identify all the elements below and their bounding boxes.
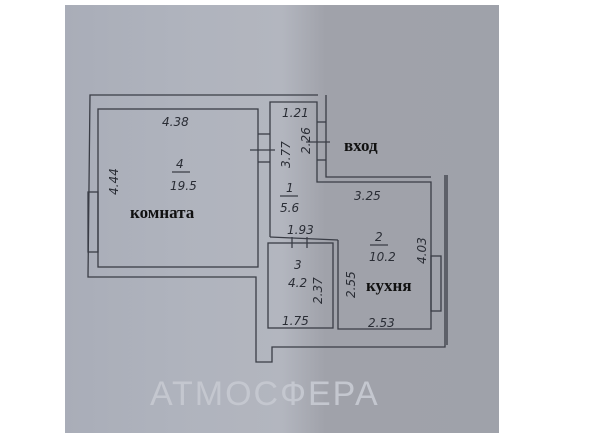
window-kitchen	[430, 255, 442, 312]
dim-corridor-top: 1.21	[282, 106, 309, 120]
room3-number: 3	[294, 258, 302, 272]
room1-number: 1	[286, 181, 294, 195]
room4-area: 19.5	[170, 179, 197, 193]
dim-corridor-bottom: 1.93	[287, 223, 314, 237]
dim-kitchen-right: 4.03	[415, 237, 429, 264]
entry-wall	[325, 95, 431, 178]
dim-room4-width: 4.38	[162, 115, 189, 129]
window-room	[87, 191, 99, 253]
dim-kitchen-bottom: 2.53	[368, 316, 395, 330]
room2-label: кухня	[366, 276, 412, 295]
dim-bath-bottom: 1.75	[282, 314, 309, 328]
room-1-corridor	[269, 101, 432, 330]
dim-corridor-side: 3.77	[279, 141, 293, 168]
dim-corridor-entry: 2.26	[299, 127, 313, 154]
room2-area: 10.2	[369, 250, 396, 264]
room1-area: 5.6	[280, 201, 299, 215]
room4-label: комната	[130, 203, 195, 222]
room-3-bathroom	[267, 242, 334, 329]
dim-kitchen-top: 3.25	[354, 189, 381, 203]
room-4	[97, 108, 259, 268]
watermark: АТМОСФЕРА	[150, 375, 380, 413]
room3-area: 4.2	[288, 276, 307, 290]
floor-plan-photo	[65, 5, 499, 433]
corridor-bottom	[269, 236, 339, 241]
dim-bath-height: 2.37	[311, 277, 325, 304]
dim-room4-height: 4.44	[107, 168, 121, 195]
room4-number: 4	[176, 157, 184, 171]
outer-wall	[87, 94, 446, 363]
entrance-label: вход	[344, 136, 378, 155]
dim-kitchen-left: 2.55	[344, 271, 358, 298]
room2-number: 2	[375, 230, 383, 244]
